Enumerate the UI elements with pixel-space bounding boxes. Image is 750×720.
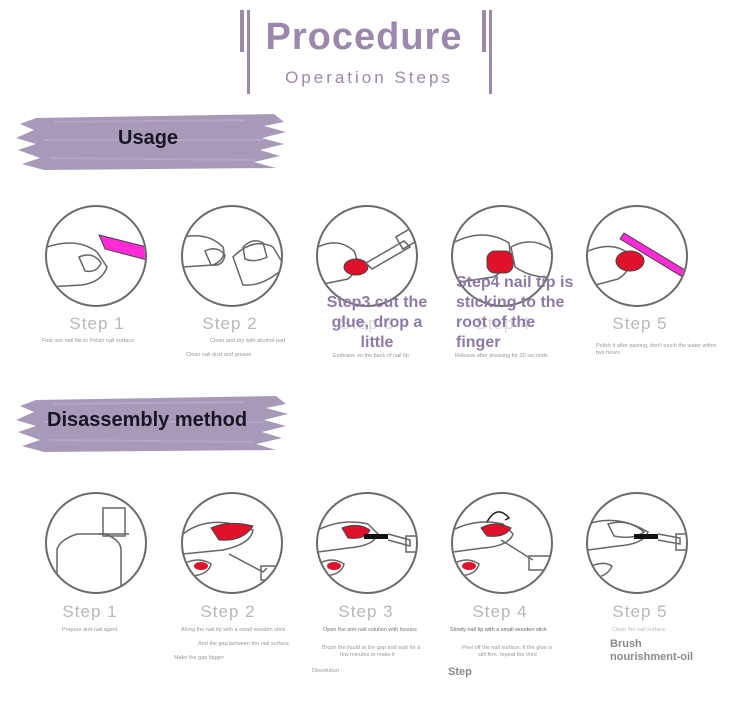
usage-step-5-caption-2: two hours [596, 350, 620, 356]
disassembly-step-5-illustration [586, 492, 688, 594]
disassembly-step-4-illustration [451, 492, 553, 594]
disassembly-step-4-caption-2: Peel off the nail surface. If the glue i… [462, 645, 553, 651]
disassembly-step-5-extra: Brush nourishment-oil [610, 638, 694, 663]
disassembly-step-3-illustration [316, 492, 418, 594]
usage-step-1-label: Step 1 [69, 314, 125, 333]
usage-step-3-overlay: Step3 cut the glue, drop a little [326, 294, 428, 351]
disassembly-step-4-extra: Step [448, 666, 472, 678]
disassembly-step-3-caption-3: few minutes to make it [340, 652, 395, 658]
usage-step-4-caption: Release after pressing for 20 seconds [455, 353, 548, 359]
header-bar-left-2 [247, 10, 250, 94]
disassembly-step-5-caption: Clean the nail surface [612, 627, 666, 633]
disassembly-step-2-caption: Along the nail tip with a small wooden s… [181, 627, 286, 633]
usage-step-2-caption: Clean and dry with alcohol pad [210, 338, 286, 344]
usage-step-2-caption-2: Clean nail dust and grease [186, 352, 252, 358]
disassembly-step-2-illustration [181, 492, 283, 594]
usage-step-5-caption: Polish it after pasting, don't touch the… [596, 343, 717, 349]
usage-step-1-caption: First use nail file to Polish nail surfa… [42, 338, 135, 344]
disassembly-step-3-caption: Open the anti-nail solution with tissues [323, 627, 417, 633]
header-bar-right-2 [489, 10, 492, 94]
disassembly-step-1-illustration [45, 492, 147, 594]
usage-step-4-overlay: Step4 nail tip is sticking to the root o… [456, 274, 574, 351]
page-subtitle: Operation Steps [285, 68, 453, 87]
disassembly-step-4-caption: Slowly nail tip with a small wooden stic… [450, 627, 547, 633]
disassembly-label: Disassembly method [47, 409, 248, 431]
disassembly-step-4-label: Step 4 [472, 602, 528, 621]
usage-step-1-illustration [45, 205, 147, 307]
disassembly-step-3-label: Step 3 [338, 602, 394, 621]
usage-step-5-label: Step 5 [612, 314, 668, 333]
disassembly-step-3-caption-2: Brush the liquid at the gap and wait for… [322, 645, 421, 651]
page-title: Procedure [265, 16, 463, 58]
disassembly-step-2-caption-3: Make the gap bigger [174, 655, 225, 661]
usage-step-2-illustration [181, 205, 283, 307]
disassembly-step-2-caption-2: And the gap between the nail surface [198, 641, 289, 647]
disassembly-step-5-label: Step 5 [612, 602, 668, 621]
usage-label: Usage [118, 127, 179, 149]
header-bar-right-1 [482, 10, 486, 52]
usage-step-2-label: Step 2 [202, 314, 258, 333]
disassembly-step-2-label: Step 2 [200, 602, 256, 621]
usage-step-5-illustration [586, 205, 688, 307]
usage-brush-banner [16, 114, 286, 170]
disassembly-step-3-caption-4: Dissolution [312, 668, 339, 674]
header-bar-left-1 [240, 10, 244, 52]
usage-step-4-label: Step 4 [475, 314, 531, 333]
disassembly-brush-banner [16, 396, 288, 452]
disassembly-step-1-label: Step 1 [62, 602, 118, 621]
usage-step-3-illustration [316, 205, 418, 307]
disassembly-step-4-caption-3: still firm, repeat the third [478, 652, 537, 658]
usage-step-3-caption: Embrane on the back of nail tip [333, 353, 409, 359]
disassembly-step-1-caption: Prepare anti-nail agent [62, 627, 118, 633]
usage-step-3-label: Step 3 [339, 314, 395, 333]
usage-step-4-illustration [451, 205, 553, 307]
